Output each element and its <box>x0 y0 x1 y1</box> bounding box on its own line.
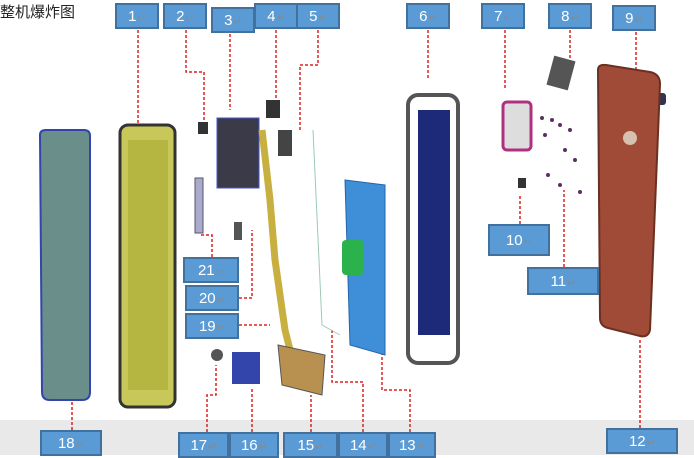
part-21 <box>194 177 204 234</box>
label-5: 5 <box>296 3 340 29</box>
part-7 <box>501 100 533 152</box>
label-6: 6 <box>406 3 450 29</box>
rear-frame-inner <box>418 110 450 335</box>
label-4: 4 <box>254 3 298 29</box>
main-board <box>216 117 260 189</box>
part-10 <box>518 178 526 188</box>
sub-board <box>277 344 326 396</box>
label-12: 12 <box>606 428 678 454</box>
part-4 <box>266 100 280 118</box>
label-10: 10 <box>488 224 550 256</box>
middle-frame-inner <box>128 140 168 390</box>
display-glass <box>38 129 91 401</box>
part-16 <box>232 352 260 384</box>
label-1: 1 <box>115 3 159 29</box>
label-8: 8 <box>548 3 592 29</box>
part-5 <box>278 130 292 156</box>
part-2 <box>198 122 208 134</box>
leader-lines <box>71 30 641 432</box>
sim-tray <box>546 55 576 91</box>
camera-ring <box>623 131 637 145</box>
label-21: 21 <box>183 257 239 283</box>
part-20 <box>234 222 242 240</box>
label-11: 11 <box>527 267 599 295</box>
label-2: 2 <box>163 3 207 29</box>
label-20: 20 <box>185 285 239 311</box>
battery <box>344 179 386 356</box>
label-9: 9 <box>612 5 656 31</box>
label-13: 13 <box>388 432 436 458</box>
label-18: 18 <box>40 430 102 456</box>
screws <box>540 116 582 194</box>
back-cover <box>596 63 662 338</box>
label-19: 19 <box>185 313 239 339</box>
label-7: 7 <box>481 3 525 29</box>
flex-cable <box>258 129 294 351</box>
label-3: 3 <box>211 7 255 33</box>
label-16: 16 <box>229 432 279 458</box>
label-15: 15 <box>283 432 338 458</box>
page-title: 整机爆炸图 <box>0 4 76 21</box>
battery-label <box>342 240 364 275</box>
part-17 <box>211 349 223 361</box>
film <box>312 129 341 336</box>
label-17: 17 <box>178 432 229 458</box>
label-14: 14 <box>338 432 388 458</box>
